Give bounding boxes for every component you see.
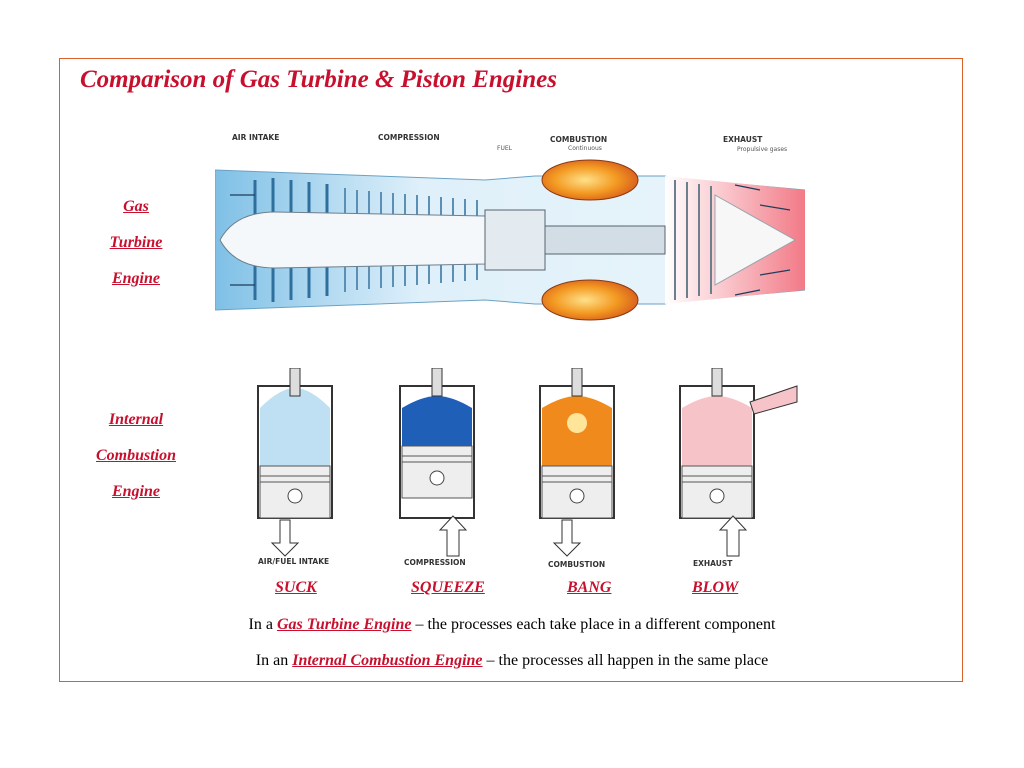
slide-title: Comparison of Gas Turbine & Piston Engin… [80,66,557,93]
piston-combustion-diagram [539,368,615,557]
turbine-compression-label: COMPRESSION [378,133,440,142]
ice-label: Internal Combustion Engine [76,410,196,518]
piston-intake-diagram [257,368,333,557]
turbine-exhaust-label: EXHAUST [723,135,763,144]
summary-ice: In an Internal Combustion Engine – the p… [0,652,1024,670]
turbine-exhaust-sub-label: Propulsive gases [737,146,788,153]
gas-turbine-label: Gas Turbine Engine [76,197,196,305]
piston-compression-diagram [399,368,475,557]
turbine-fuel-label: FUEL [497,145,512,152]
stage-suck: SUCK [275,579,317,596]
gas-turbine-diagram [215,159,805,321]
piston-exhaust-diagram [679,368,798,557]
piston-caption-exhaust: EXHAUST [693,559,733,568]
turbine-combustion-label: COMBUSTION [550,135,608,144]
turbine-combustion-sub-label: Continuous [568,145,602,152]
summary-gas-post: – the processes each take place in a dif… [411,616,776,633]
ice-label-line2: Combustion [95,447,177,464]
summary-ice-term: Internal Combustion Engine [292,652,483,669]
gas-turbine-label-line2: Turbine [109,234,163,251]
summary-gas-term: Gas Turbine Engine [276,616,412,633]
piston-caption-combustion: COMBUSTION [548,560,606,569]
summary-gas-turbine: In a Gas Turbine Engine – the processes … [0,616,1024,634]
piston-caption-intake: AIR/FUEL INTAKE [258,557,330,566]
gas-turbine-label-line3: Engine [111,270,160,287]
stage-bang: BANG [567,579,612,596]
gas-turbine-label-line1: Gas [123,198,149,215]
summary-gas-pre: In a [248,616,277,633]
slide-frame [59,58,963,682]
ice-label-line1: Internal [108,411,164,428]
turbine-air-intake-label: AIR INTAKE [232,133,280,142]
summary-ice-post: – the processes all happen in the same p… [482,652,769,669]
summary-ice-pre: In an [255,652,293,669]
ice-label-line3: Engine [111,483,160,500]
piston-caption-compression: COMPRESSION [404,558,466,567]
stage-squeeze: SQUEEZE [411,579,485,596]
stage-blow: BLOW [692,579,739,596]
